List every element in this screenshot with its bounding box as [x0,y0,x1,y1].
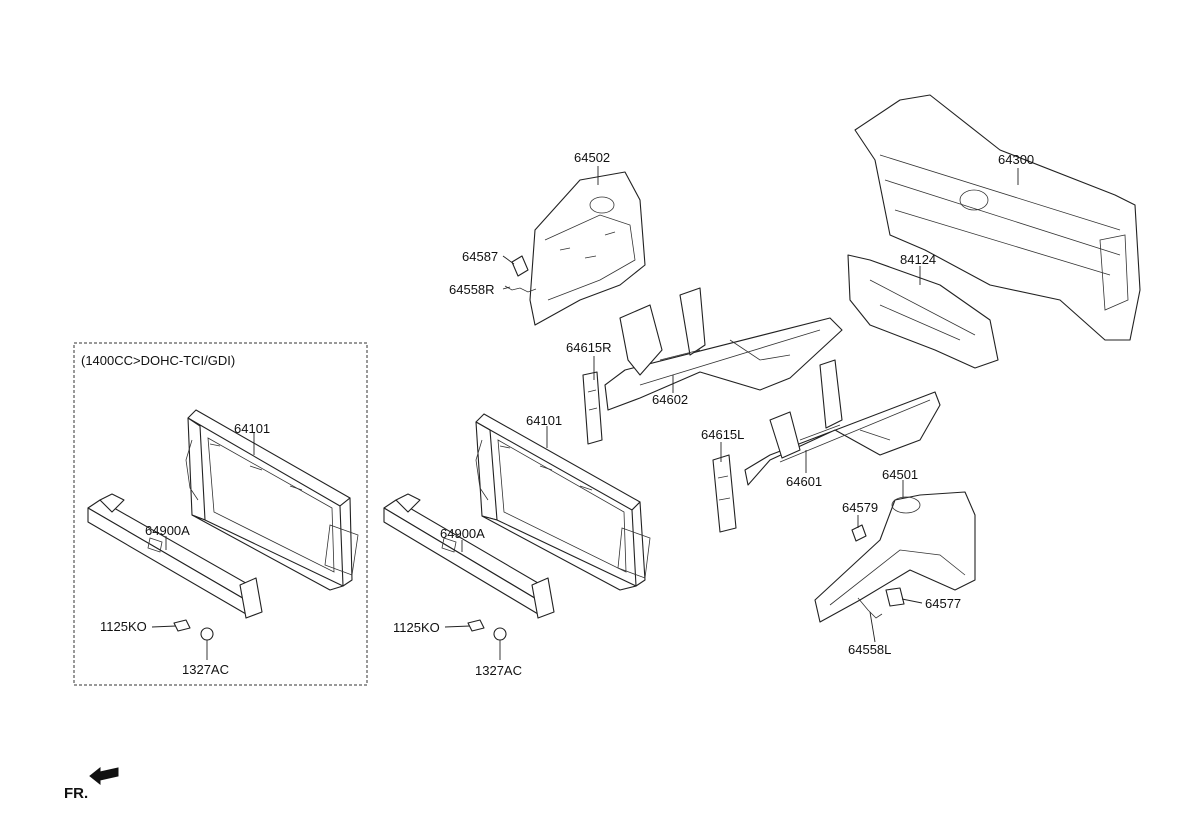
label-64615R: 64615R [566,340,612,355]
label-64601: 64601 [786,474,822,489]
front-orientation-label: FR. [64,785,88,802]
label-1125KO: 1125KO [393,620,440,635]
side-member-lh[interactable] [744,359,941,486]
leader-lines [151,166,1019,660]
dash-panel[interactable] [854,94,1141,341]
fender-apron-lh[interactable] [814,491,976,623]
label-64101: 64101 [526,413,562,428]
dash-insulator[interactable] [847,254,999,369]
reinforcement-rh[interactable] [582,371,603,445]
label-64502: 64502 [574,150,610,165]
label-1327AC-box: 1327AC [182,662,229,677]
radiator-support[interactable] [475,413,651,591]
bracket-64558R[interactable] [504,285,537,293]
bumper-beam[interactable] [383,493,555,619]
bumper-beam-box[interactable] [87,493,263,619]
side-member-rh[interactable] [604,287,843,411]
bolt-main[interactable] [467,619,507,641]
label-64900A: 64900A [440,526,485,541]
fender-apron-rh[interactable] [529,171,646,326]
bracket-64579[interactable] [851,524,867,542]
reinforcement-lh[interactable] [712,454,737,533]
label-64558R: 64558R [449,282,495,297]
label-64501: 64501 [882,467,918,482]
bracket-64558L[interactable] [857,597,883,619]
label-64587: 64587 [462,249,498,264]
label-1327AC: 1327AC [475,663,522,678]
bracket-64577[interactable] [885,587,905,607]
label-1125KO-box: 1125KO [100,619,147,634]
label-64558L: 64558L [848,642,891,657]
label-64577: 64577 [925,596,961,611]
label-64579: 64579 [842,500,878,515]
label-64602: 64602 [652,392,688,407]
label-64101-box: 64101 [234,421,270,436]
arrow-left-icon [89,766,119,786]
label-84124: 84124 [900,252,936,267]
label-64615L: 64615L [701,427,744,442]
option-box-caption: (1400CC>DOHC-TCI/GDI) [81,353,235,368]
radiator-support-box[interactable] [185,409,359,591]
bolt-box[interactable] [173,619,214,641]
label-64300: 64300 [998,152,1034,167]
bracket-64587[interactable] [511,255,529,277]
option-box-frame [73,342,368,686]
label-64900A-box: 64900A [145,523,190,538]
